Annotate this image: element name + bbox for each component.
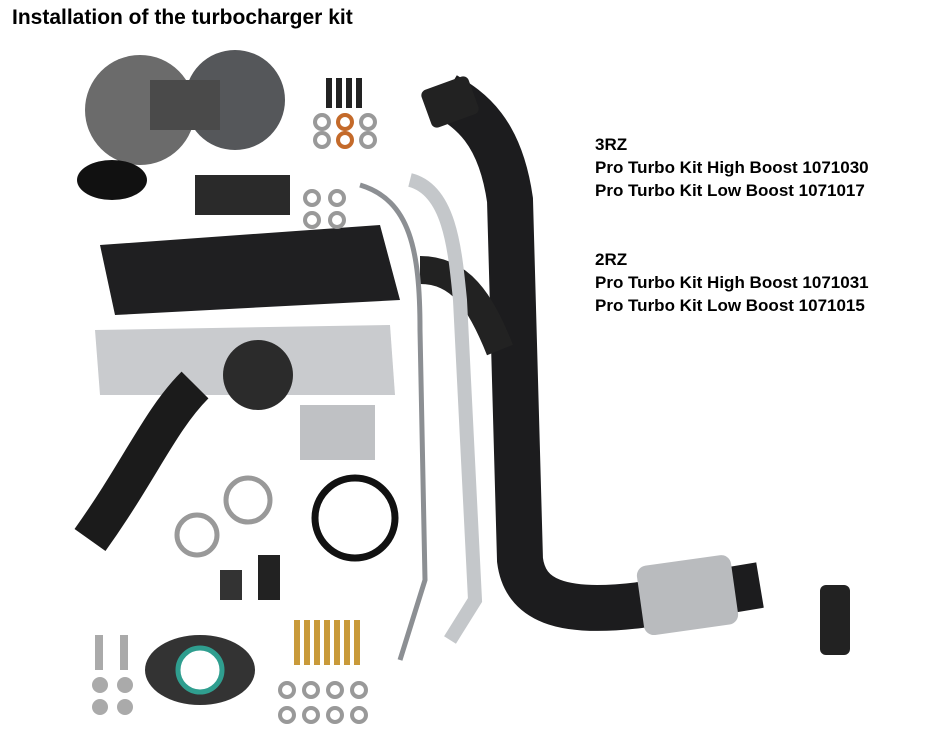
boost-controller	[258, 555, 280, 600]
kit-line: Pro Turbo Kit High Boost 1071031	[595, 273, 869, 292]
vacuum-hose	[311, 474, 399, 562]
turbo-studs	[326, 78, 362, 108]
engine-label: 2RZ	[595, 250, 628, 269]
boost-tee	[220, 570, 242, 600]
oil-feed-line	[359, 182, 428, 661]
v-band-clamp	[223, 475, 273, 525]
kit-group-3rz: 3RZ Pro Turbo Kit High Boost 1071030 Pro…	[595, 133, 869, 202]
exhaust-manifold	[100, 225, 400, 315]
turbo-gasket	[300, 405, 375, 460]
v-band-clamp	[174, 512, 220, 558]
downpipe	[421, 75, 850, 655]
studs	[294, 620, 360, 665]
blow-off-valve	[223, 340, 293, 410]
engine-label: 3RZ	[595, 135, 628, 154]
turbocharger	[77, 50, 290, 215]
flange-gasket	[145, 635, 255, 705]
page-title: Installation of the turbocharger kit	[12, 6, 353, 29]
intake-pipe	[419, 256, 513, 356]
kit-line: Pro Turbo Kit High Boost 1071030	[595, 158, 869, 177]
nuts-washers	[278, 113, 377, 724]
bolts	[92, 635, 133, 715]
kit-line: Pro Turbo Kit Low Boost 1071015	[595, 296, 865, 315]
charge-pipe	[74, 371, 209, 552]
kit-group-2rz: 2RZ Pro Turbo Kit High Boost 1071031 Pro…	[595, 248, 869, 317]
oil-return-hose	[407, 173, 483, 644]
kit-line: Pro Turbo Kit Low Boost 1071017	[595, 181, 865, 200]
